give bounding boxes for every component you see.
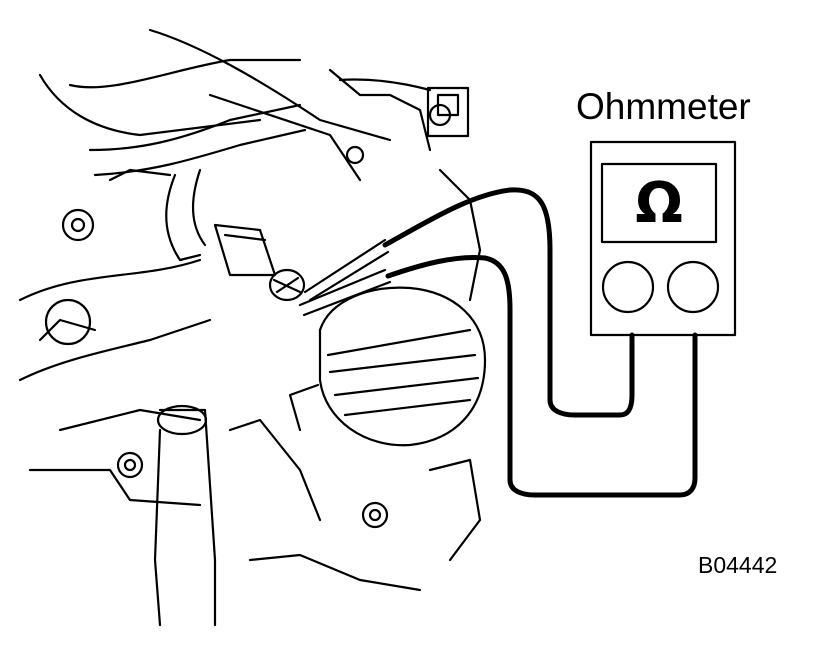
lower-hose (153, 404, 217, 627)
ohmmeter-label: Ohmmeter (576, 86, 751, 127)
bolt (44, 103, 452, 529)
hose (88, 103, 307, 177)
figure-code: B04442 (698, 552, 778, 578)
cap-component (288, 286, 487, 447)
ohmmeter-display (600, 162, 718, 244)
test-lead (382, 187, 698, 498)
sensor-connector (426, 86, 470, 138)
terminal (268, 268, 306, 302)
probe-tip (298, 238, 392, 317)
ohmmeter-jack-right (666, 260, 720, 314)
ohmmeter-jack-left (601, 260, 655, 314)
ohm-symbol: Ω (635, 170, 683, 236)
engine-block-outline (18, 28, 482, 592)
hose-bend (165, 168, 207, 262)
clamp (213, 223, 277, 277)
ohmmeter (589, 140, 737, 337)
